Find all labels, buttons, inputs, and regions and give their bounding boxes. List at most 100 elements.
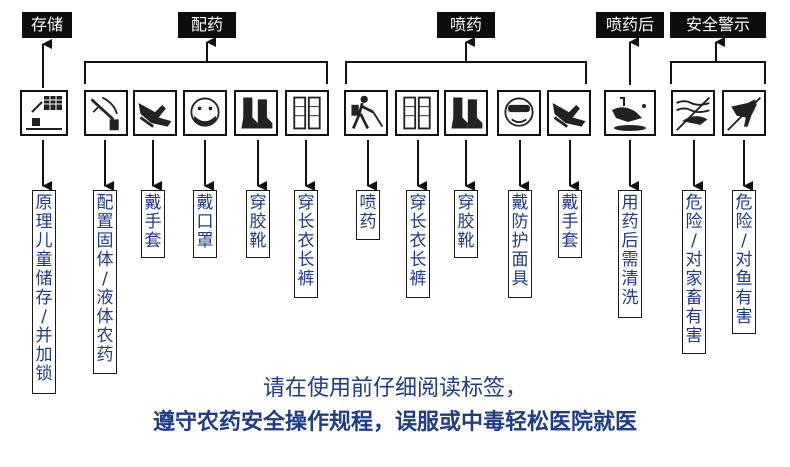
label-char: 戴: [561, 193, 579, 213]
label-char: 儿: [35, 231, 53, 251]
header-safety-warning: 安全警示: [670, 12, 766, 38]
label-mix-clothes: 穿长衣长裤: [294, 190, 318, 298]
label-char: 加: [35, 345, 53, 365]
label-char: 害: [735, 307, 753, 327]
footer-line-2: 遵守农药安全操作规程，误服或中毒轻松医院就医: [152, 410, 637, 435]
label-char: 长: [297, 250, 315, 270]
label-char: 农: [96, 326, 114, 346]
label-char: 手: [144, 212, 162, 232]
label-char: 危: [685, 193, 703, 213]
header-after-spraying: 喷药后: [596, 12, 664, 38]
label-char: 手: [561, 212, 579, 232]
label-spray: 喷药: [356, 190, 380, 240]
label-char: 罩: [196, 231, 214, 251]
label-mix-gloves: 戴手套: [141, 190, 165, 258]
label-char: 有: [735, 288, 753, 308]
label-char: 存: [35, 288, 53, 308]
label-char: 清: [621, 269, 639, 289]
label-char: 胶: [249, 212, 267, 232]
gloves-icon: [133, 90, 177, 136]
label-mix-boots: 穿胶靴: [246, 190, 270, 258]
label-char: 鱼: [735, 269, 753, 289]
header-mixing: 配药: [178, 12, 236, 38]
label-char: 裤: [297, 269, 315, 289]
label-char: 穿: [249, 193, 267, 213]
label-char: 套: [144, 231, 162, 251]
label-mix-mask: 戴口罩: [193, 190, 217, 258]
label-char: 喷: [359, 193, 377, 213]
pesticide-mixing-icon: [84, 90, 128, 136]
label-char: 面: [511, 250, 529, 270]
label-char: 险: [685, 212, 703, 232]
label-after-wash: 用药后需清洗: [618, 190, 642, 318]
label-char: 长: [297, 212, 315, 232]
label-char: 并: [35, 326, 53, 346]
label-char: 体: [96, 307, 114, 327]
label-char: 裤: [409, 269, 427, 289]
header-spraying: 喷药: [437, 12, 495, 38]
no-fish-icon: [722, 90, 766, 136]
label-char: /: [102, 269, 108, 289]
label-spray-clothes: 穿长衣长裤: [406, 190, 430, 298]
label-danger-fish: 危险/对鱼有害: [732, 190, 756, 334]
header-storage: 存储: [22, 12, 72, 38]
label-char: 戴: [196, 193, 214, 213]
sprayer-person-icon: [344, 90, 388, 136]
label-char: 险: [735, 212, 753, 232]
face-mask-icon: [183, 90, 227, 136]
label-char: /: [741, 231, 747, 251]
label-char: 具: [511, 269, 529, 289]
label-char: 药: [621, 212, 639, 232]
label-spray-boots: 穿胶靴: [454, 190, 478, 258]
label-char: 对: [735, 250, 753, 270]
label-char: /: [41, 307, 47, 327]
label-mix-solid-liquid: 配置固体/液体农药: [93, 190, 117, 374]
label-char: 靴: [457, 231, 475, 251]
label-char: 穿: [457, 193, 475, 213]
boots-icon: [234, 90, 278, 136]
protective-clothing-icon-2: [395, 90, 439, 136]
label-char: 有: [685, 307, 703, 327]
no-livestock-icon: [671, 90, 715, 136]
label-char: 戴: [511, 193, 529, 213]
label-char: 衣: [409, 231, 427, 251]
label-char: 需: [621, 250, 639, 270]
label-char: 固: [96, 231, 114, 251]
label-char: 液: [96, 288, 114, 308]
label-char: 防: [511, 212, 529, 232]
label-char: 对: [685, 250, 703, 270]
label-char: 体: [96, 250, 114, 270]
label-storage: 原理儿童储存/并加锁: [32, 190, 56, 394]
label-char: 用: [621, 193, 639, 213]
gloves-icon-2: [547, 90, 591, 136]
label-char: 护: [511, 231, 529, 251]
face-shield-icon: [497, 90, 541, 136]
label-char: 靴: [249, 231, 267, 251]
label-char: 童: [35, 250, 53, 270]
hand-washing-icon: [604, 90, 656, 136]
label-char: 家: [685, 269, 703, 289]
label-char: 害: [685, 326, 703, 346]
label-char: 戴: [144, 193, 162, 213]
locked-storage-icon: [20, 90, 68, 136]
footer-line-1: 请在使用前仔细阅读标签，: [262, 376, 527, 401]
label-danger-livestock: 危险/对家畜有害: [682, 190, 706, 354]
label-char: 储: [35, 269, 53, 289]
label-char: 畜: [685, 288, 703, 308]
label-char: 原: [35, 193, 53, 213]
label-char: 药: [96, 345, 114, 365]
label-char: 胶: [457, 212, 475, 232]
label-char: 长: [409, 212, 427, 232]
label-char: 长: [409, 250, 427, 270]
label-char: 置: [96, 212, 114, 232]
label-char: 药: [359, 212, 377, 232]
label-spray-face: 戴防护面具: [508, 190, 532, 298]
label-char: 锁: [35, 364, 53, 384]
label-char: 危: [735, 193, 753, 213]
label-char: 口: [196, 212, 214, 232]
label-char: 理: [35, 212, 53, 232]
label-char: 洗: [621, 288, 639, 308]
label-char: 套: [561, 231, 579, 251]
boots-icon-2: [444, 90, 488, 136]
